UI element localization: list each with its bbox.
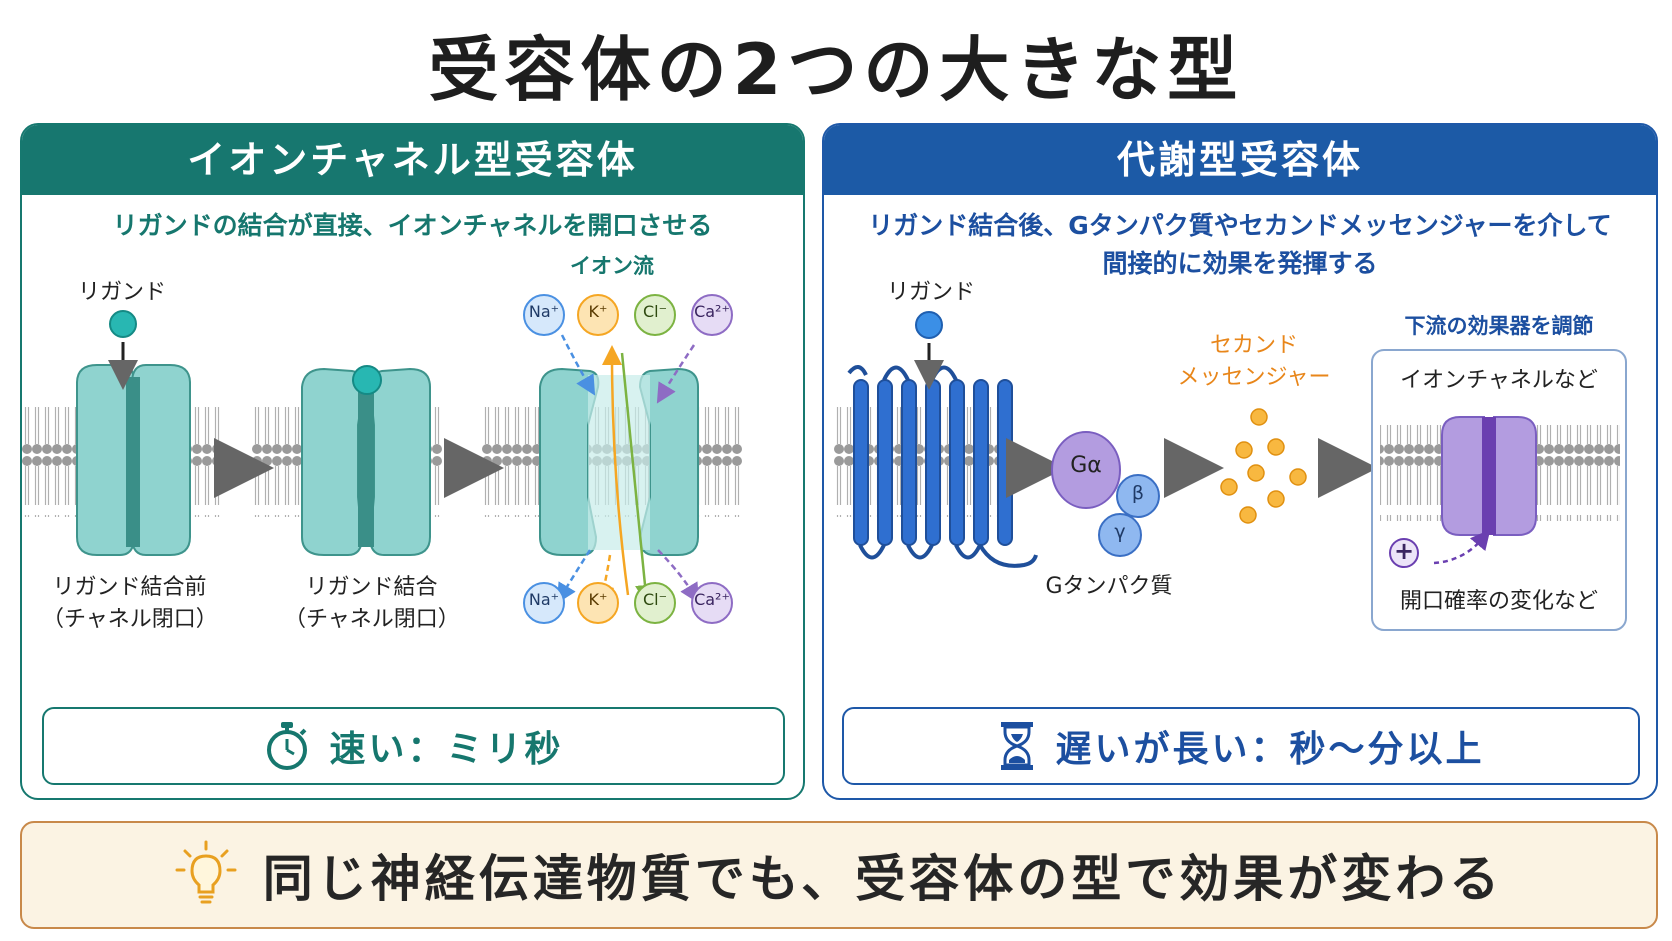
metabotropic-diagram [834, 311, 1627, 631]
ligand-molecule [109, 310, 137, 338]
metabotropic-speed-text: 遅いが長い：秒〜分以上 [1055, 729, 1485, 770]
metabotropic-subtitle: リガンド結合後、Gタンパク質やセカンドメッセンジャーを介して 間接的に効果を発揮… [824, 207, 1656, 283]
metabotropic-heading: 代謝型受容体 [824, 125, 1656, 195]
hourglass-icon [1001, 722, 1034, 770]
effector-heading: 下流の効果器を調節 [1404, 314, 1594, 338]
ion-k-bottom-label: K⁺ [588, 590, 608, 609]
state2-line1: リガンド結合 [305, 575, 438, 600]
metabotropic-speed-box: 遅いが長い：秒〜分以上 [842, 707, 1640, 785]
second-messenger-line2: メッセンジャー [1177, 365, 1331, 390]
ionotropic-diagram [22, 294, 742, 624]
channel-closed [76, 364, 191, 556]
ligand-molecule [915, 311, 943, 339]
g-protein [1051, 431, 1160, 557]
conclusion-banner: 同じ神経伝達物質でも、受容体の型で効果が変わる [20, 821, 1658, 929]
ionotropic-heading: イオンチャネル型受容体 [22, 125, 803, 195]
ionotropic-subtitle: リガンドの結合が直接、イオンチャネルを開口させる [112, 211, 713, 240]
g-protein-label: Gタンパク質 [1045, 574, 1173, 599]
ion-na-top-label: Na⁺ [528, 302, 560, 321]
effector-channel [1441, 416, 1537, 536]
second-messenger-line1: セカンド [1209, 333, 1298, 358]
conclusion-text: 同じ神経伝達物質でも、受容体の型で効果が変わる [262, 850, 1504, 908]
ion-ca-bottom-label: Ca²⁺ [694, 590, 730, 609]
state2-label: リガンド結合 （チャネル閉口） [284, 572, 460, 636]
ion-ca-bottom [691, 582, 733, 624]
page-title: 受容体の2つの大きな型 [428, 29, 1244, 111]
plus-icon [1389, 538, 1419, 568]
ion-cl-bottom [634, 582, 676, 624]
state1-line2: （チャネル閉口） [42, 607, 218, 632]
metabotropic-subtitle-line1: リガンド結合後、Gタンパク質やセカンドメッセンジャーを介して [868, 211, 1612, 240]
ion-cl-top [634, 294, 676, 336]
second-messenger-label: セカンド メッセンジャー [1174, 330, 1334, 394]
ion-flow-label: イオン流 [570, 254, 654, 278]
ion-na-top [523, 294, 565, 336]
ion-k-bottom [577, 582, 619, 624]
state1-label: リガンド結合前 （チャネル閉口） [42, 572, 218, 636]
ion-k-top [577, 294, 619, 336]
stopwatch-icon [267, 722, 308, 770]
second-messenger-dots [1220, 408, 1307, 524]
ion-cl-top-label: Cl⁻ [642, 302, 668, 321]
state1-line1: リガンド結合前 [52, 575, 207, 600]
lightbulb-icon [175, 840, 237, 904]
ion-ca-top [691, 294, 733, 336]
g-alpha-label: Gα [1070, 453, 1102, 478]
metabotropic-panel: 代謝型受容体 リガンド結合後、Gタンパク質やセカンドメッセンジャーを介して 間接… [822, 123, 1658, 800]
ionotropic-speed-text: 速い：ミリ秒 [329, 729, 564, 770]
ionotropic-panel: イオンチャネル型受容体 リガンドの結合が直接、イオンチャネルを開口させる [20, 123, 805, 800]
ion-na-bottom [523, 582, 565, 624]
ionotropic-speed-box: 速い：ミリ秒 [42, 707, 785, 785]
ligand-molecule [352, 365, 382, 395]
ion-ca-top-label: Ca²⁺ [694, 302, 730, 321]
plus-sign: + [1393, 537, 1415, 565]
effector-top-label: イオンチャネルなど [1400, 368, 1598, 393]
effector-bottom-label: 開口確率の変化など [1399, 589, 1598, 614]
ligand-label: リガンド [77, 280, 166, 305]
metabotropic-subtitle-line2: 間接的に効果を発揮する [1102, 249, 1378, 278]
g-gamma-label: γ [1114, 521, 1126, 543]
ligand-label: リガンド [886, 280, 975, 305]
ion-k-top-label: K⁺ [588, 302, 608, 321]
ion-cl-bottom-label: Cl⁻ [642, 590, 668, 609]
channel-ligand-bound [301, 365, 431, 556]
gpcr-receptor [847, 365, 1038, 568]
ion-na-bottom-label: Na⁺ [528, 590, 560, 609]
state2-line2: （チャネル閉口） [284, 607, 460, 632]
g-beta-label: β [1131, 482, 1145, 504]
channel-open [539, 367, 699, 556]
